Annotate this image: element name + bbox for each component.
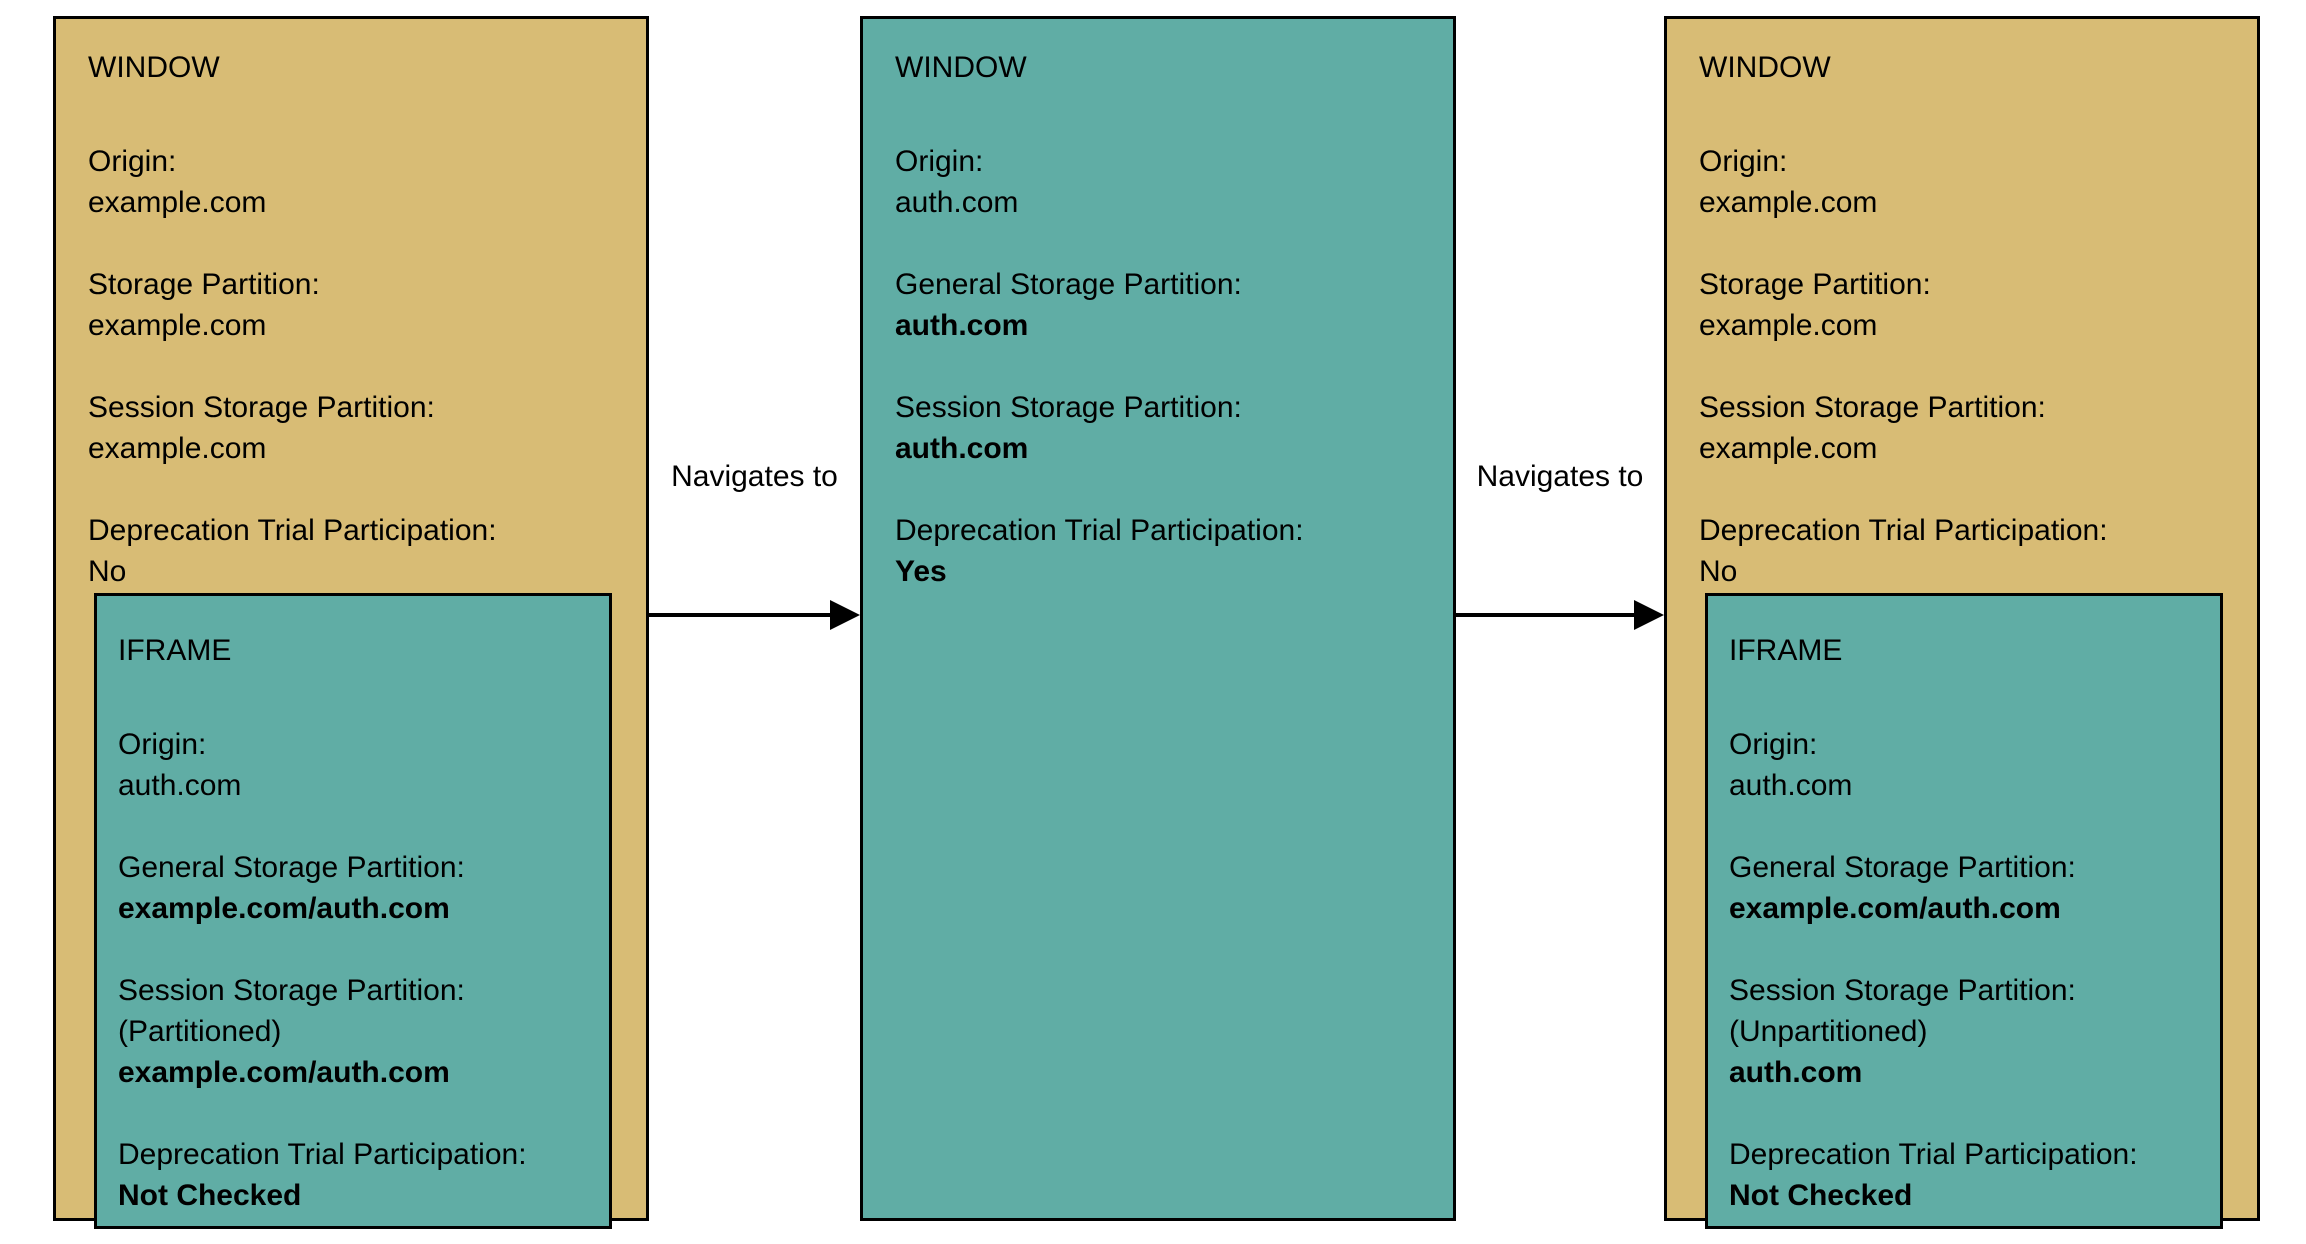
deprecation-trial-field: Deprecation Trial Participation: Not Che… [1729, 1134, 2200, 1216]
field-label: General Storage Partition: [1729, 851, 2076, 884]
field-value: Not Checked [1729, 1179, 1913, 1212]
field-value: example.com/auth.com [118, 892, 450, 925]
field-value: No [88, 555, 127, 588]
session-storage-partition-field: Session Storage Partition: example.com [1699, 387, 2227, 469]
field-value: auth.com [895, 432, 1029, 465]
window-box-1: WINDOW Origin: example.com Storage Parti… [53, 16, 649, 1229]
field-value: auth.com [118, 769, 242, 802]
field-value: example.com [1699, 432, 1878, 465]
arrow-head-icon [830, 600, 860, 630]
origin-field: Origin: auth.com [118, 724, 589, 806]
field-value: example.com [1699, 309, 1878, 342]
field-value: example.com/auth.com [1729, 892, 2061, 925]
field-label: General Storage Partition: [118, 851, 465, 884]
session-storage-partition-field: Session Storage Partition: (Partitioned)… [118, 970, 589, 1093]
window-box-2: WINDOW Origin: auth.com General Storage … [860, 16, 1456, 1221]
deprecation-trial-field: Deprecation Trial Participation: No [88, 510, 616, 592]
field-value: No [1699, 555, 1738, 588]
window-box-3: WINDOW Origin: example.com Storage Parti… [1664, 16, 2260, 1229]
field-value: Yes [895, 555, 947, 588]
arrow-line [1456, 613, 1640, 617]
field-label: Storage Partition: [88, 268, 320, 301]
field-value: example.com/auth.com [118, 1056, 450, 1089]
field-value: auth.com [1729, 1056, 1863, 1089]
arrow-head-icon [1634, 600, 1664, 630]
deprecation-trial-field: Deprecation Trial Participation: Not Che… [118, 1134, 589, 1216]
field-value: example.com [88, 432, 267, 465]
iframe-box-1: IFRAME Origin: auth.com General Storage … [94, 593, 612, 1229]
window-title: WINDOW [895, 51, 1027, 84]
field-value: example.com [88, 309, 267, 342]
iframe-title: IFRAME [118, 634, 232, 667]
origin-field: Origin: example.com [88, 141, 616, 223]
field-label: Origin: [895, 145, 984, 178]
window-title: WINDOW [1699, 51, 1831, 84]
field-value: auth.com [1729, 769, 1853, 802]
connector-1: Navigates to [649, 16, 860, 1221]
arrow-line [649, 613, 836, 617]
field-label: Deprecation Trial Participation: [895, 514, 1304, 547]
field-label: Session Storage Partition: [88, 391, 435, 424]
storage-partition-field: Storage Partition: example.com [1699, 264, 2227, 346]
session-storage-partition-field: Session Storage Partition: example.com [88, 387, 616, 469]
field-note: (Unpartitioned) [1729, 1015, 1928, 1048]
storage-partition-field: Storage Partition: example.com [88, 264, 616, 346]
origin-field: Origin: auth.com [895, 141, 1423, 223]
session-storage-partition-field: Session Storage Partition: auth.com [895, 387, 1423, 469]
deprecation-trial-field: Deprecation Trial Participation: Yes [895, 510, 1423, 592]
field-note: (Partitioned) [118, 1015, 282, 1048]
field-label: Session Storage Partition: [118, 974, 465, 1007]
field-value: auth.com [895, 186, 1019, 219]
connector-2: Navigates to [1456, 16, 1664, 1221]
field-label: Session Storage Partition: [1699, 391, 2046, 424]
field-label: Origin: [118, 728, 207, 761]
general-storage-partition-field: General Storage Partition: auth.com [895, 264, 1423, 346]
session-storage-partition-field: Session Storage Partition: (Unpartitione… [1729, 970, 2200, 1093]
field-label: Deprecation Trial Participation: [1729, 1138, 2138, 1171]
window-title: WINDOW [88, 51, 220, 84]
navigates-to-label: Navigates to [671, 460, 838, 493]
field-value: auth.com [895, 309, 1029, 342]
field-label: General Storage Partition: [895, 268, 1242, 301]
navigates-to-label: Navigates to [1476, 460, 1644, 493]
iframe-title: IFRAME [1729, 634, 1843, 667]
field-label: Session Storage Partition: [895, 391, 1242, 424]
field-label: Origin: [1699, 145, 1788, 178]
field-value: example.com [88, 186, 267, 219]
field-label: Storage Partition: [1699, 268, 1931, 301]
field-label: Deprecation Trial Participation: [118, 1138, 527, 1171]
field-label: Session Storage Partition: [1729, 974, 2076, 1007]
field-label: Deprecation Trial Participation: [88, 514, 497, 547]
field-label: Origin: [88, 145, 177, 178]
field-value: Not Checked [118, 1179, 302, 1212]
origin-field: Origin: auth.com [1729, 724, 2200, 806]
deprecation-trial-field: Deprecation Trial Participation: No [1699, 510, 2227, 592]
origin-field: Origin: example.com [1699, 141, 2227, 223]
general-storage-partition-field: General Storage Partition: example.com/a… [118, 847, 589, 929]
field-label: Origin: [1729, 728, 1818, 761]
general-storage-partition-field: General Storage Partition: example.com/a… [1729, 847, 2200, 929]
field-label: Deprecation Trial Participation: [1699, 514, 2108, 547]
iframe-box-2: IFRAME Origin: auth.com General Storage … [1705, 593, 2223, 1229]
field-value: example.com [1699, 186, 1878, 219]
